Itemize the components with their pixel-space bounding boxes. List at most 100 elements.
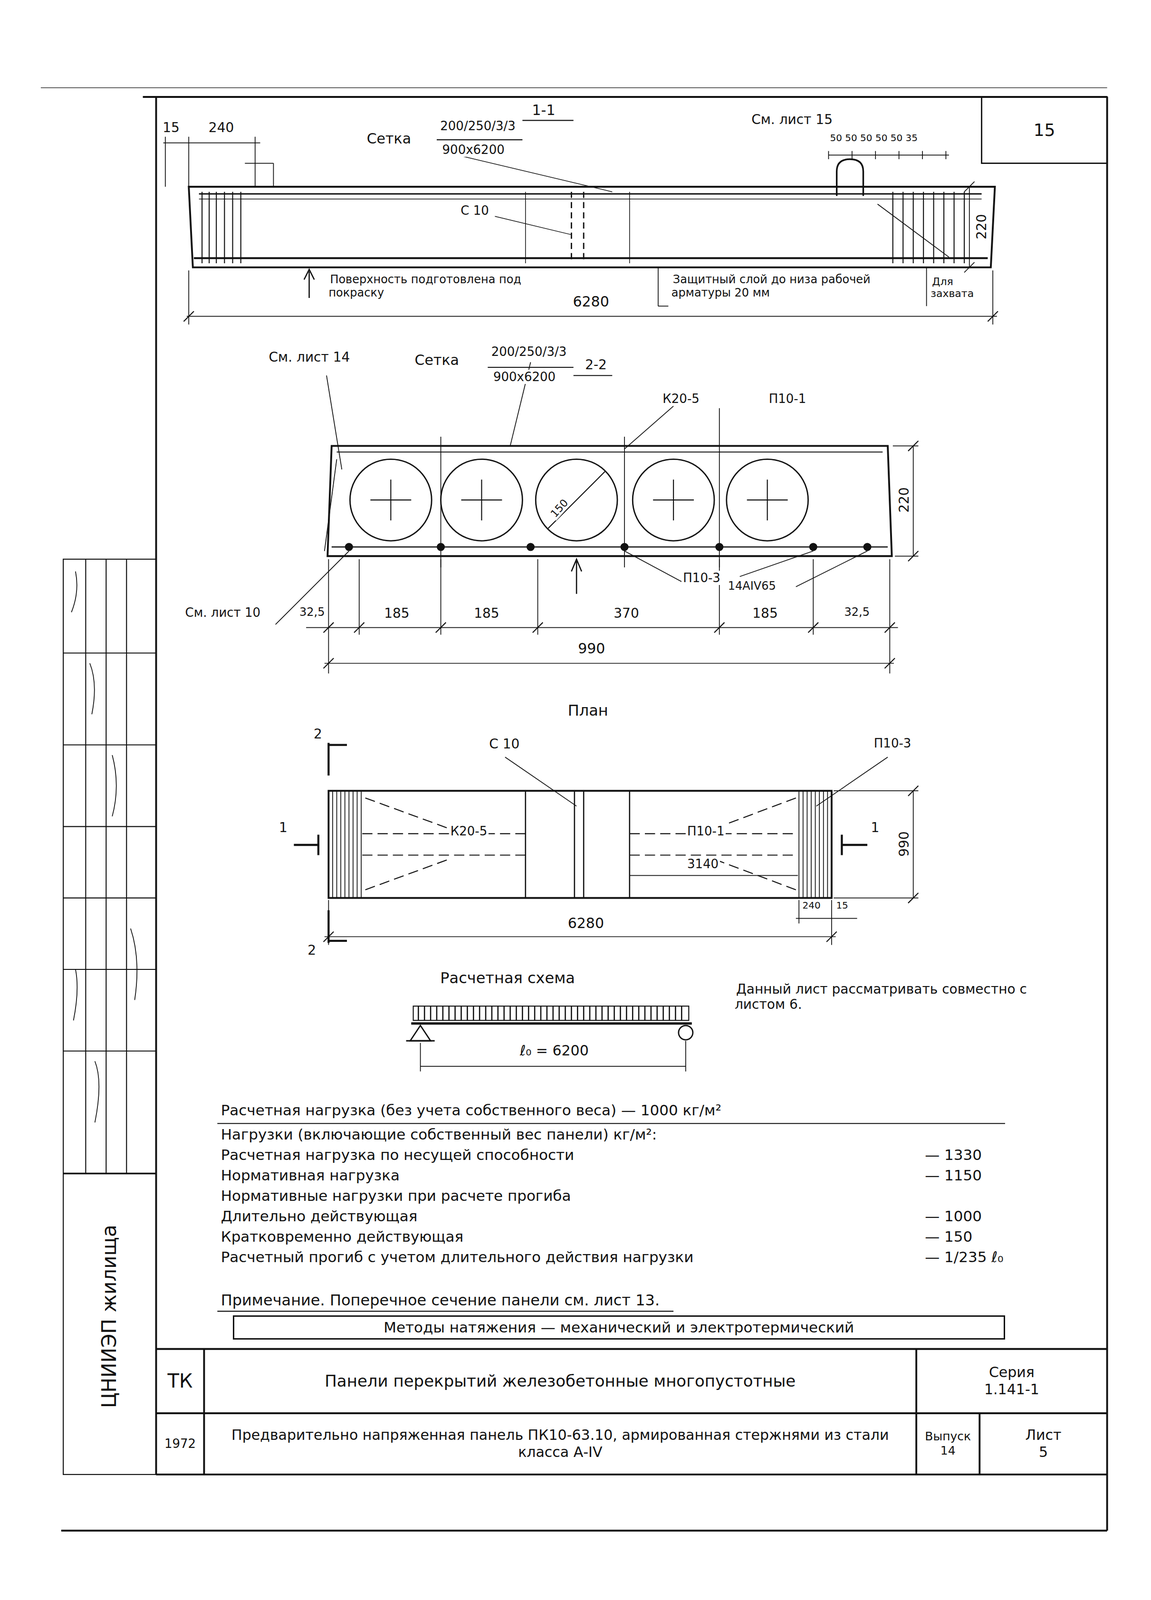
load-value: — 1000 — [923, 1207, 984, 1225]
label-holder: Длительно действующая — [219, 1208, 420, 1226]
dimension: 220 — [895, 485, 912, 514]
mesh-spec: 900х6200 — [441, 142, 507, 157]
mesh-spec: 200/250/3/3 — [489, 344, 569, 359]
label-holder: 370 — [612, 605, 641, 622]
dimension: 6280 — [566, 914, 606, 932]
label-holder: — 150 — [923, 1228, 974, 1246]
node-text: Панели перекрытий железобетонные многопу… — [324, 1371, 796, 1391]
dimension: 370 — [612, 605, 641, 622]
label-holder: Сетка — [413, 352, 461, 369]
section-mark: 1-1 — [530, 101, 557, 119]
label-holder: П10-3 — [681, 571, 722, 586]
dimension: 150 — [546, 495, 572, 521]
reference-note: См. лист 14 — [267, 349, 352, 365]
label-holder: 220 — [896, 485, 912, 514]
dimension: 240 — [801, 899, 823, 912]
dimension: 185 — [382, 605, 411, 622]
title-cell: Предварительно напряженная панель ПК10-6… — [203, 1413, 917, 1475]
section-mark: 2-2 — [583, 356, 609, 373]
section-mark: 1 — [869, 819, 881, 836]
plan-view — [293, 742, 919, 945]
label-holder: 6280 — [566, 915, 606, 932]
load-line: Кратковременно действующая — [219, 1227, 466, 1246]
label-holder: Нормативные нагрузки при расчете прогиба — [219, 1187, 573, 1205]
part-mark: П10-1 — [767, 391, 808, 406]
label-holder: 2 — [312, 726, 324, 742]
rebar-mark: 14АIV65 — [726, 579, 778, 593]
label-holder: — 1150 — [923, 1167, 984, 1185]
label-holder: 240 — [207, 120, 236, 136]
label-holder: 200/250/3/3 — [489, 345, 569, 360]
load-value: — 1/235 ℓ₀ — [923, 1248, 1005, 1266]
label-holder: Расчетная схема — [438, 969, 577, 988]
section-mark: 1 — [277, 819, 289, 836]
label-holder: ℓ₀ = 6200 — [518, 1042, 591, 1060]
load-line: Нормативная нагрузка — [219, 1166, 402, 1184]
label-holder: 1 — [277, 820, 289, 836]
dimension: 32,5 — [843, 605, 872, 619]
label-holder: 2-2 — [583, 357, 609, 373]
label-holder: 3140 — [685, 857, 720, 872]
node-text: Предварительно напряженная панель ПК10-6… — [207, 1426, 913, 1461]
load-value: — 150 — [923, 1227, 974, 1246]
organisation-stamp: ЦНИИЭП жилища — [97, 1223, 121, 1410]
label-holder: П10-1 — [685, 824, 727, 839]
node-text: Серия — [988, 1363, 1035, 1382]
label-holder: См. лист 15 — [749, 112, 835, 128]
label-holder: 900х6200 — [441, 143, 507, 158]
label-holder: 14АIV65 — [726, 579, 778, 594]
label-holder: 1 — [869, 820, 881, 836]
underline — [217, 1122, 1006, 1124]
node-text: Лист — [1025, 1426, 1062, 1444]
label-holder: 900х6200 — [491, 370, 557, 385]
dimension: 50 50 50 50 50 35 — [828, 132, 919, 144]
label-holder: К20-5 — [449, 824, 489, 839]
label-holder: П10-3 — [872, 736, 913, 751]
note: Для захвата — [930, 275, 976, 300]
dimension: 990 — [576, 640, 607, 657]
label-holder: — 1330 — [923, 1146, 984, 1164]
label-holder: Расчетный прогиб с учетом длительного де… — [219, 1248, 696, 1267]
label-holder: 50 50 50 50 50 35 — [828, 132, 919, 144]
label-holder: С 10 — [487, 736, 521, 752]
label-holder: 1-1 — [530, 102, 557, 119]
node-text: 1.141-1 — [984, 1381, 1040, 1399]
label-holder: Нормативная нагрузка — [219, 1167, 402, 1185]
part-mark: К20-5 — [661, 391, 701, 406]
title-cell: Лист5 — [979, 1413, 1107, 1475]
label-holder: С 10 — [459, 203, 491, 219]
note: Данный лист рассматривать совместно с ли… — [734, 981, 1027, 1013]
label-holder: Поверхность подготовлена под покраску — [328, 273, 523, 300]
label-holder: Примечание. Поперечное сечение панели см… — [219, 1291, 662, 1310]
note: Поверхность подготовлена под покраску — [328, 272, 522, 300]
load-line: Расчетная нагрузка по несущей способност… — [219, 1146, 576, 1164]
underline — [217, 1310, 674, 1312]
node-text: 15 — [1033, 119, 1056, 141]
node-text: Методы натяжения — механический и электр… — [383, 1318, 854, 1337]
label-holder: Для захвата — [930, 275, 1000, 300]
label-holder: 2 — [306, 942, 318, 959]
node-text: 5 — [1038, 1443, 1048, 1461]
label-holder: К20-5 — [661, 392, 701, 407]
load-line: Расчетный прогиб с учетом длительного де… — [219, 1248, 696, 1266]
reference-note: См. лист 15 — [749, 111, 835, 128]
label-holder: Нагрузки (включающие собственный вес пан… — [219, 1126, 659, 1144]
title-cell: ТК — [156, 1349, 205, 1414]
dimension: 220 — [973, 212, 989, 241]
longitudinal-section — [163, 120, 998, 325]
section-mark: 2 — [312, 726, 324, 742]
approval-stamp — [63, 559, 156, 1475]
note-box: Методы натяжения — механический и электр… — [232, 1315, 1006, 1341]
label-holder: См. лист 14 — [267, 349, 352, 365]
load-line: Длительно действующая — [219, 1207, 420, 1225]
label-holder: 990 — [896, 829, 912, 858]
cross-section — [275, 362, 919, 674]
scheme-title: Расчетная схема — [438, 968, 577, 988]
label-holder: 220 — [973, 212, 989, 241]
node-text: ТК — [167, 1369, 193, 1393]
label-holder: План — [566, 701, 610, 720]
label-holder: 185 — [750, 605, 779, 622]
dimension: 240 — [207, 119, 236, 136]
title-cell: Выпуск14 — [916, 1413, 980, 1475]
